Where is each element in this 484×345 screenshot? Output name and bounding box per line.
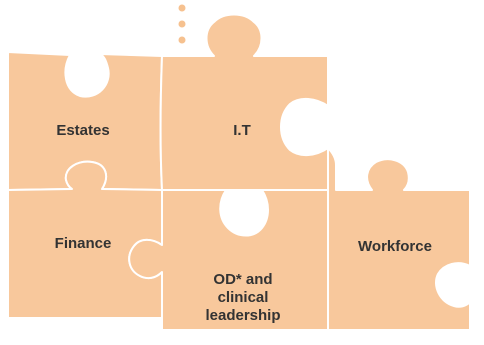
puzzle-piece-it xyxy=(159,13,329,191)
decorative-dot xyxy=(178,36,186,44)
it-label: I.T xyxy=(233,122,251,139)
puzzle-piece-workforce xyxy=(327,147,471,331)
decorative-dot xyxy=(178,4,186,12)
puzzle-piece-od-clinical xyxy=(128,189,329,331)
decorative-dot xyxy=(178,20,186,28)
od-clinical-leadership-label: OD* and clinical leadership xyxy=(205,271,281,324)
workforce-label: Workforce xyxy=(358,238,432,255)
estates-label: Estates xyxy=(56,122,110,139)
finance-label: Finance xyxy=(54,235,112,252)
